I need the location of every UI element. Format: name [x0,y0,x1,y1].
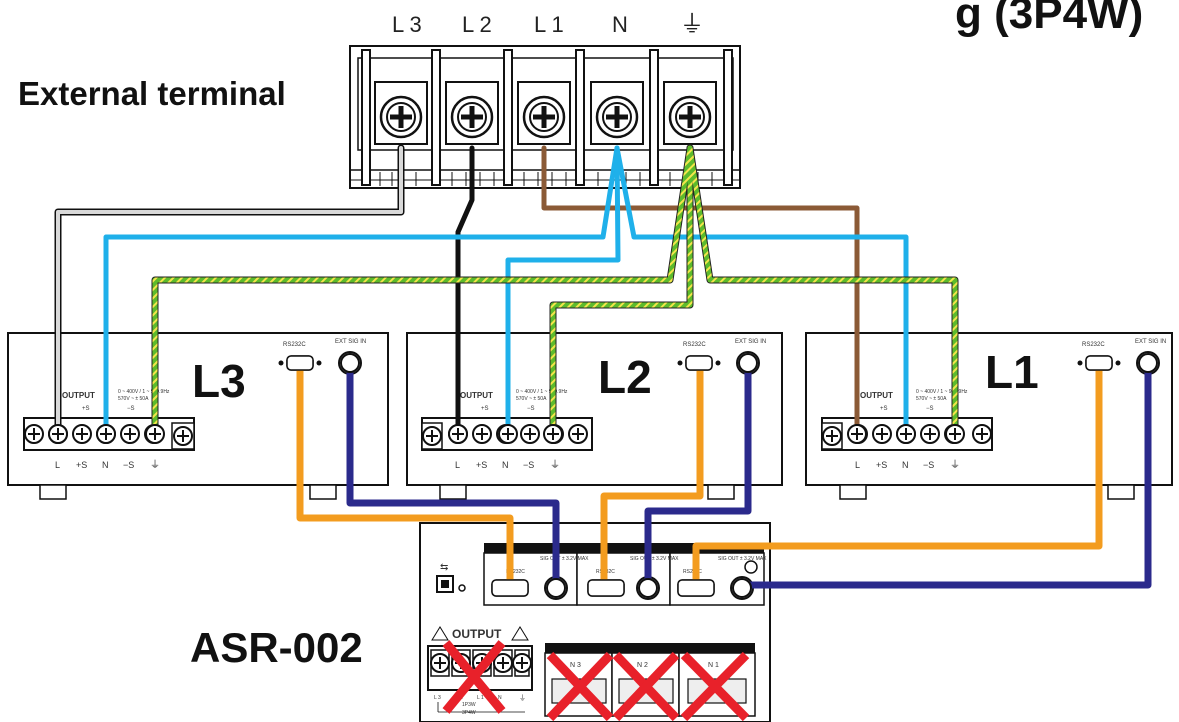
rs232-label: RS232C [1082,342,1105,348]
ext-sig-in-label: EXT SIG IN [1135,339,1166,345]
wires [54,144,1152,592]
connector-label: N 2 [637,662,648,669]
asr-sig-label: SIG OUT ± 3.2V MAX [718,556,767,562]
overlay-ports [48,353,1158,598]
unit-label: L2 [598,351,652,403]
asr-terminal-label: N [498,695,502,701]
output-label: OUTPUT [460,391,493,400]
asr-rs232-label: RS232C [506,569,525,575]
sense-label: −S [127,406,135,412]
power-unit-l2: L2 RS232C EXT SIG IN OUTPUT 0 ~ 400V / 1… [406,332,783,500]
asr-terminal-label: ⏚ [519,694,526,702]
terminal-label: N [102,460,109,470]
spec-label: 0 ~ 400V / 1 ~ 999.9Hz [516,389,568,395]
external-terminal: External terminal g (3P4W) L 3 L 2 L 1 N… [18,0,1143,189]
terminal-label: −S [523,460,534,470]
asr-label: ASR-002 [190,624,363,671]
terminal-label: N [502,460,509,470]
cross-icon [680,651,750,722]
terminal-pin-label: L 2 [462,12,492,37]
power-unit-l3: L3 RS232C EXT SIG IN OUTPUT 0 ~ 400V / 1… [7,332,389,500]
terminal-pin-label: ⏚ [680,11,704,38]
terminal-screw-icon [450,95,494,139]
terminal-label: L [855,460,860,470]
asr-terminal-label: L 1 [477,695,484,701]
rs232-label: RS232C [683,342,706,348]
sense-label: +S [82,406,90,412]
terminal-label: ⏚ [550,459,560,471]
asr-terminal-label: L 3 [434,695,441,701]
spec-label: 570V ~ ± 50A [916,396,947,402]
external-terminal-label: External terminal [18,75,286,112]
terminal-label: N [902,460,909,470]
terminal-label: −S [123,460,134,470]
terminal-screw-icon [379,95,423,139]
output-label: OUTPUT [62,391,95,400]
terminal-label: ⏚ [950,459,960,471]
ext-sig-in-label: EXT SIG IN [335,339,366,345]
output-label: OUTPUT [860,391,893,400]
mode-label: 3P4W [462,710,476,716]
terminal-pin-label: N [612,12,628,37]
sense-label: −S [527,406,535,412]
svg-text:⇆: ⇆ [440,562,448,573]
unit-label: L3 [192,355,246,407]
sense-label: +S [880,406,888,412]
cross-icon [442,640,506,714]
not-used-marks [442,640,750,722]
connector-label: N 1 [708,662,719,669]
asr-output-label: OUTPUT [452,627,502,641]
spec-label: 570V ~ ± 50A [516,396,547,402]
terminal-screw-icon [668,95,712,139]
mode-label: 1P3W [462,702,476,708]
terminal-screw-icon [522,95,566,139]
unit-label: L1 [985,346,1039,398]
asr-sig-label: SIG OUT ± 3.2V MAX [630,556,679,562]
terminal-screw-icon [595,95,639,139]
cross-icon [546,651,614,722]
sense-label: −S [926,406,934,412]
rs232-label: RS232C [283,342,306,348]
spec-label: 0 ~ 400V / 1 ~ 999.9Hz [916,389,968,395]
terminal-pin-label: L 3 [392,12,422,37]
terminal-label: L [455,460,460,470]
asr-002-unit: ASR-002 ⇆ RS232C RS232C RS232C SIG OUT ±… [190,522,771,722]
spec-label: 0 ~ 400V / 1 ~ 999.9Hz [118,389,170,395]
terminal-label: ⏚ [150,459,160,471]
asr-sig-label: SIG OUT ± 3.2V MAX [540,556,589,562]
title-fragment: g (3P4W) [955,0,1143,38]
terminal-label: +S [876,460,887,470]
terminal-label: +S [76,460,87,470]
sense-label: +S [481,406,489,412]
spec-label: 570V ~ ± 50A [118,396,149,402]
terminal-label: −S [923,460,934,470]
terminal-pin-label: L 1 [534,12,564,37]
ext-sig-in-label: EXT SIG IN [735,339,766,345]
terminal-label: L [55,460,60,470]
cross-icon [612,651,680,722]
power-unit-l1: L1 RS232C EXT SIG IN OUTPUT 0 ~ 400V / 1… [805,332,1173,500]
connector-label: N 3 [570,662,581,669]
terminal-label: +S [476,460,487,470]
